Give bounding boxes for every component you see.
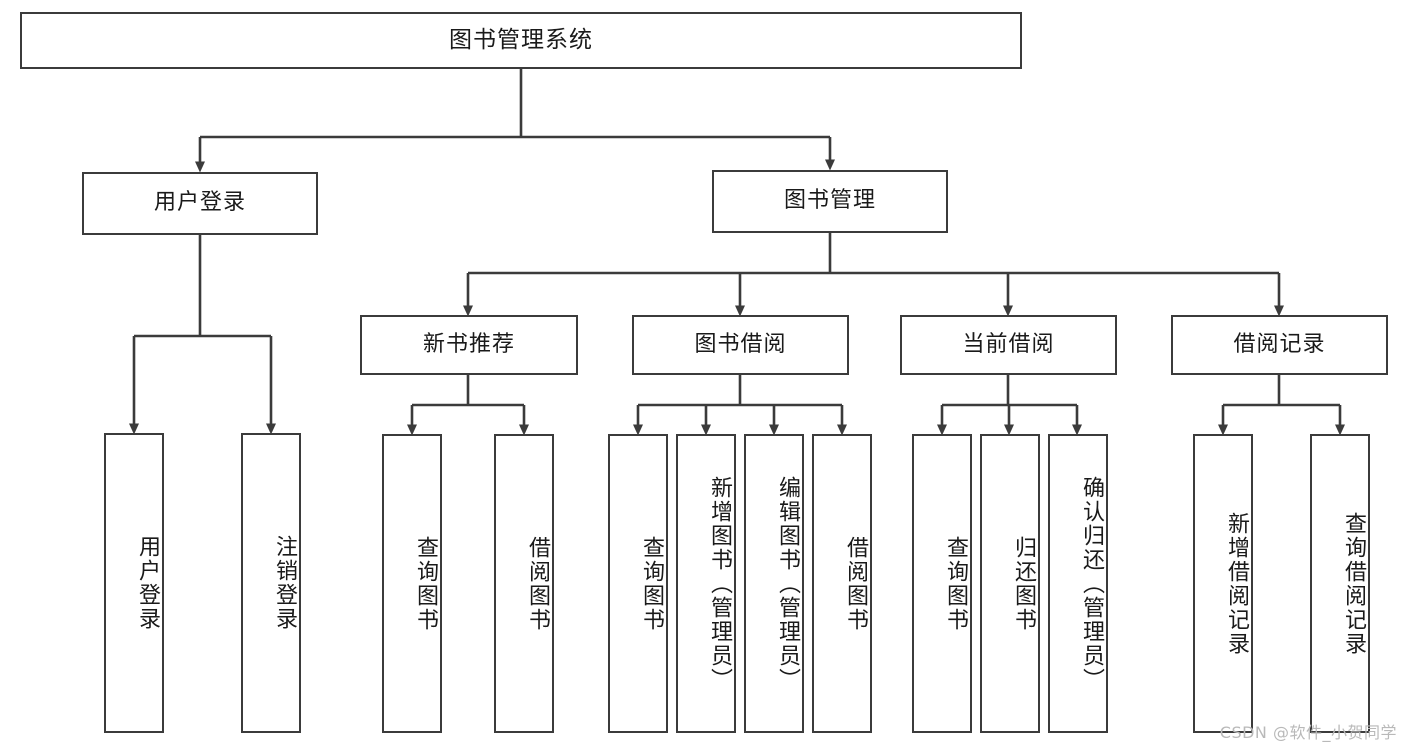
leaf-records-add-record[interactable]: 新增借阅记录 — [1193, 434, 1253, 733]
leaf-user-login-signout-label: 注销登录 — [272, 535, 297, 631]
leaf-borrow-borrow-book-label: 借阅图书 — [843, 535, 868, 632]
node-borrow-records-label: 借阅记录 — [1233, 331, 1326, 357]
node-root-system[interactable]: 图书管理系统 — [20, 12, 1022, 69]
node-user-login-label: 用户登录 — [153, 190, 246, 216]
leaf-new-books-query-book-label: 查询图书 — [413, 535, 438, 632]
leaf-current-return-book[interactable]: 归还图书 — [980, 434, 1040, 733]
leaf-borrow-query-book[interactable]: 查询图书 — [608, 434, 668, 733]
leaf-new-books-borrow-book-label: 借阅图书 — [525, 535, 550, 632]
leaf-records-query-record-label: 查询借阅记录 — [1341, 511, 1366, 656]
leaf-current-return-book-label: 归还图书 — [1011, 535, 1036, 632]
node-borrow-records[interactable]: 借阅记录 — [1171, 315, 1388, 375]
csdn-watermark: CSDN @软件_小贺同学 — [1219, 723, 1397, 742]
leaf-records-add-record-label: 新增借阅记录 — [1224, 511, 1249, 656]
node-new-book-recommend-label: 新书推荐 — [422, 331, 515, 357]
leaf-current-confirm-return-admin-label: 确认归还（管理员） — [1079, 475, 1104, 692]
node-book-management-label: 图书管理 — [783, 188, 876, 214]
node-book-borrow[interactable]: 图书借阅 — [632, 315, 849, 375]
leaf-current-query-book[interactable]: 查询图书 — [912, 434, 972, 733]
leaf-user-login-signin[interactable]: 用户登录 — [104, 433, 164, 733]
leaf-user-login-signin-label: 用户登录 — [135, 535, 160, 631]
leaf-borrow-edit-book-admin-label: 编辑图书（管理员） — [775, 475, 800, 692]
node-current-borrow[interactable]: 当前借阅 — [900, 315, 1117, 375]
leaf-borrow-edit-book-admin[interactable]: 编辑图书（管理员） — [744, 434, 804, 733]
leaf-records-query-record[interactable]: 查询借阅记录 — [1310, 434, 1370, 733]
node-user-login[interactable]: 用户登录 — [82, 172, 318, 235]
leaf-current-confirm-return-admin[interactable]: 确认归还（管理员） — [1048, 434, 1108, 733]
node-root-system-label: 图书管理系统 — [449, 26, 593, 53]
node-new-book-recommend[interactable]: 新书推荐 — [360, 315, 578, 375]
leaf-new-books-borrow-book[interactable]: 借阅图书 — [494, 434, 554, 733]
leaf-borrow-borrow-book[interactable]: 借阅图书 — [812, 434, 872, 733]
leaf-new-books-query-book[interactable]: 查询图书 — [382, 434, 442, 733]
node-current-borrow-label: 当前借阅 — [962, 331, 1055, 357]
leaf-current-query-book-label: 查询图书 — [943, 535, 968, 632]
leaf-borrow-add-book-admin-label: 新增图书（管理员） — [707, 475, 732, 692]
node-book-management[interactable]: 图书管理 — [712, 170, 948, 233]
leaf-borrow-add-book-admin[interactable]: 新增图书（管理员） — [676, 434, 736, 733]
leaf-user-login-signout[interactable]: 注销登录 — [241, 433, 301, 733]
node-book-borrow-label: 图书借阅 — [694, 331, 787, 357]
leaf-borrow-query-book-label: 查询图书 — [639, 535, 664, 632]
